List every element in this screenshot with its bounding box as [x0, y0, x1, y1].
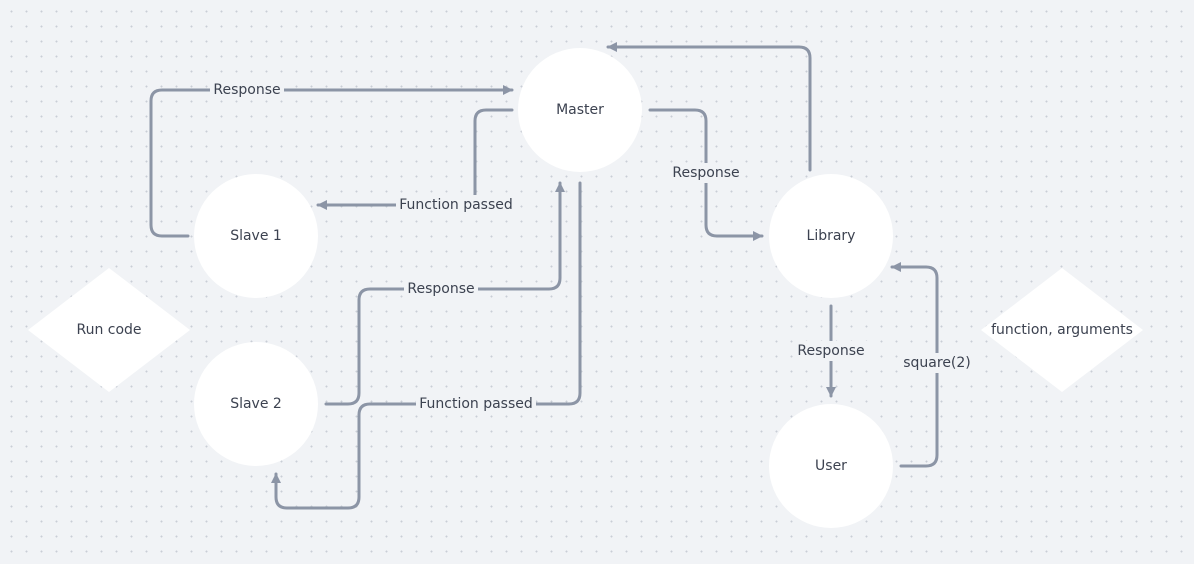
edge-slave1-to-master[interactable] [149, 85, 514, 238]
edge-slave2-to-master[interactable] [324, 181, 565, 406]
node-function-arguments-label: function, arguments [991, 322, 1133, 338]
svg-text:Response: Response [672, 165, 739, 181]
svg-text:Function passed: Function passed [399, 197, 513, 213]
edge-label-library-to-user: Response [794, 341, 868, 361]
node-slave2-label: Slave 2 [230, 396, 282, 412]
node-run-code-label: Run code [76, 322, 141, 338]
node-library[interactable]: Library [769, 174, 893, 298]
node-function-arguments[interactable]: function, arguments [981, 268, 1143, 392]
svg-text:Response: Response [213, 82, 280, 98]
svg-text:Response: Response [407, 281, 474, 297]
svg-text:square(2): square(2) [903, 355, 971, 371]
svg-text:Function passed: Function passed [419, 396, 533, 412]
edge-label-slave2-to-master: Response [404, 279, 478, 299]
node-user-label: User [815, 458, 847, 474]
node-slave2[interactable]: Slave 2 [194, 342, 318, 466]
edge-label-slave1-to-master: Response [210, 80, 284, 100]
edge-label-master-to-slave2: Function passed [416, 394, 536, 414]
node-master[interactable]: Master [518, 48, 642, 172]
edge-label-master-to-library: Response [669, 163, 743, 183]
node-user[interactable]: User [769, 404, 893, 528]
node-library-label: Library [807, 228, 856, 244]
node-run-code[interactable]: Run code [28, 268, 190, 392]
edge-label-master-to-slave1: Function passed [396, 195, 516, 215]
node-slave1-label: Slave 1 [230, 228, 282, 244]
node-slave1[interactable]: Slave 1 [194, 174, 318, 298]
node-master-label: Master [556, 102, 604, 118]
edge-library-to-master[interactable] [606, 42, 812, 172]
svg-text:Response: Response [797, 343, 864, 359]
edge-label-user-to-library: square(2) [900, 353, 974, 373]
edge-master-to-slave2[interactable] [271, 181, 582, 510]
edge-master-to-slave1[interactable] [316, 108, 514, 210]
